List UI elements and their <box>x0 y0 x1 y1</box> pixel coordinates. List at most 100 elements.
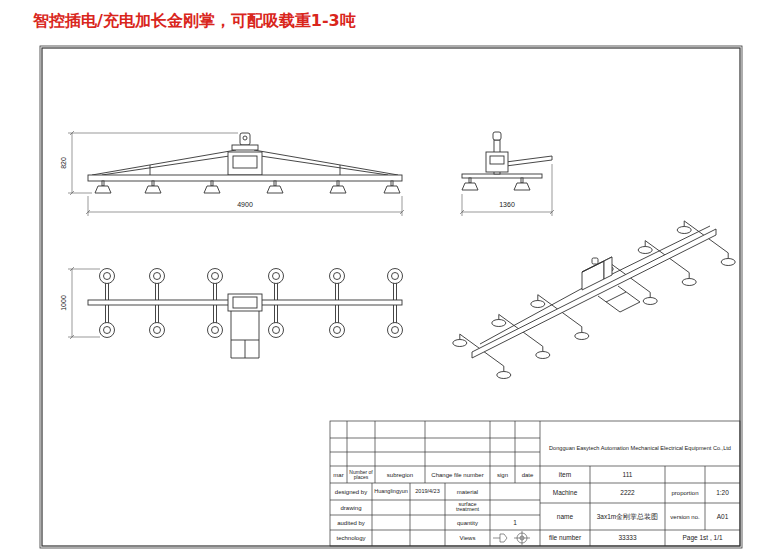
projection-symbol <box>493 531 530 545</box>
isometric-view-part <box>606 292 626 302</box>
title-block-cell: Page 1st , 1/1 <box>682 535 722 542</box>
top-view-part <box>104 273 111 280</box>
title-block-grid-part <box>372 483 445 546</box>
title-block-cell: 1 <box>513 519 517 526</box>
title-block-cell: file number <box>549 535 581 542</box>
isometric-view <box>453 221 735 379</box>
title-block-cell: drawing <box>340 504 361 510</box>
top-view-part <box>100 323 115 338</box>
isometric-view-part <box>721 259 735 266</box>
top-view <box>88 269 403 359</box>
front-view-part <box>232 145 258 150</box>
side-view-part <box>514 183 530 190</box>
isometric-view-part <box>472 229 716 358</box>
top-view-part <box>334 273 341 280</box>
title-block-cell: Huanglingyun <box>374 489 408 495</box>
title-block-cell: item <box>559 471 571 478</box>
title-block-cell: proportion <box>671 490 698 496</box>
title-block-grid-part <box>330 421 740 546</box>
top-view-part <box>334 327 341 334</box>
front-view-part <box>337 181 339 186</box>
isometric-view-part <box>582 261 604 290</box>
dimension-lines-part <box>72 133 73 193</box>
top-view-part <box>273 327 280 334</box>
title-block-grid-part <box>330 438 740 530</box>
title-block-cell: 2019/4/23 <box>415 489 439 495</box>
isometric-view-part <box>645 241 646 247</box>
sheet-frame-part <box>42 48 740 546</box>
title-block-cell: 2222 <box>620 490 634 497</box>
top-view-part <box>231 311 259 358</box>
title-block-cell: 33333 <box>618 535 636 542</box>
top-view-part <box>212 273 219 280</box>
dimension-lines-part <box>72 269 73 337</box>
front-view-part <box>152 181 154 186</box>
title-block-cell: subregion <box>387 471 413 477</box>
title-block-cell: A01 <box>717 513 729 520</box>
top-view-part <box>100 269 115 284</box>
projection-symbol-part <box>493 534 507 542</box>
isometric-view-part <box>536 352 550 359</box>
isometric-view-part <box>492 320 506 327</box>
front-view-part <box>102 181 104 186</box>
front-view-part <box>228 152 262 175</box>
front-view-part <box>211 181 213 186</box>
front-view-part <box>204 186 220 193</box>
isometric-view-part <box>643 298 657 305</box>
isometric-view-part <box>682 279 696 286</box>
dimension-lines-part <box>86 210 90 214</box>
title-block-cell: Number of places <box>348 469 375 480</box>
title-block-cell: audited by <box>337 519 365 525</box>
top-view-part <box>212 327 219 334</box>
isometric-view-part <box>497 372 511 379</box>
dimension-label: 1360 <box>498 201 516 208</box>
side-view-part <box>552 156 553 160</box>
top-view-part <box>269 323 284 338</box>
side-view-part <box>490 156 504 164</box>
front-view-part <box>254 155 388 175</box>
dimension-label: 820 <box>60 156 67 170</box>
isometric-view-part <box>453 340 467 347</box>
dimension-lines-part <box>68 337 100 338</box>
top-view-part <box>154 273 161 280</box>
dimension-lines-part <box>88 212 402 213</box>
title-block-cell: material <box>457 488 478 494</box>
dimension-lines-part <box>70 267 74 271</box>
title-block-grid <box>330 421 740 546</box>
dimension-lines-part <box>402 196 403 216</box>
front-view-part <box>384 186 400 193</box>
isometric-view-part <box>677 227 691 234</box>
page-title: 智控插电/充电加长金刚掌，可配吸载重1-3吨 <box>33 11 356 30</box>
sheet-frame <box>40 46 742 548</box>
side-view-part <box>462 174 542 178</box>
front-view-part <box>88 175 402 181</box>
isometric-view-part <box>638 247 652 254</box>
side-view-part <box>521 178 523 183</box>
dimension-label: 4900 <box>236 201 254 208</box>
title-block-cell: technology <box>336 535 365 541</box>
title-block-cell: 1:20 <box>716 490 729 497</box>
dimension-lines-part <box>462 212 552 213</box>
front-view-part <box>391 181 393 186</box>
front-view-part <box>95 186 111 193</box>
side-view-part <box>486 152 508 172</box>
side-view <box>462 132 552 190</box>
top-view-part <box>208 269 223 284</box>
front-view-part <box>102 155 236 175</box>
front-view-part <box>267 186 283 193</box>
side-view-part <box>493 132 501 140</box>
front-view-part <box>150 165 151 175</box>
top-view-part <box>330 323 345 338</box>
title-block-cell: Change file number <box>431 471 483 477</box>
title-block-cell: 3ax1m金刚掌总装图 <box>597 513 659 520</box>
projection-symbol-part <box>514 531 530 545</box>
title-block-cell: version no. <box>670 513 699 519</box>
front-view-part <box>240 133 250 145</box>
title-block-cell: quantity <box>457 519 478 525</box>
top-view-part <box>233 297 257 308</box>
front-view-part <box>330 186 346 193</box>
top-view-part <box>392 273 399 280</box>
dimension-lines-part <box>400 210 404 214</box>
